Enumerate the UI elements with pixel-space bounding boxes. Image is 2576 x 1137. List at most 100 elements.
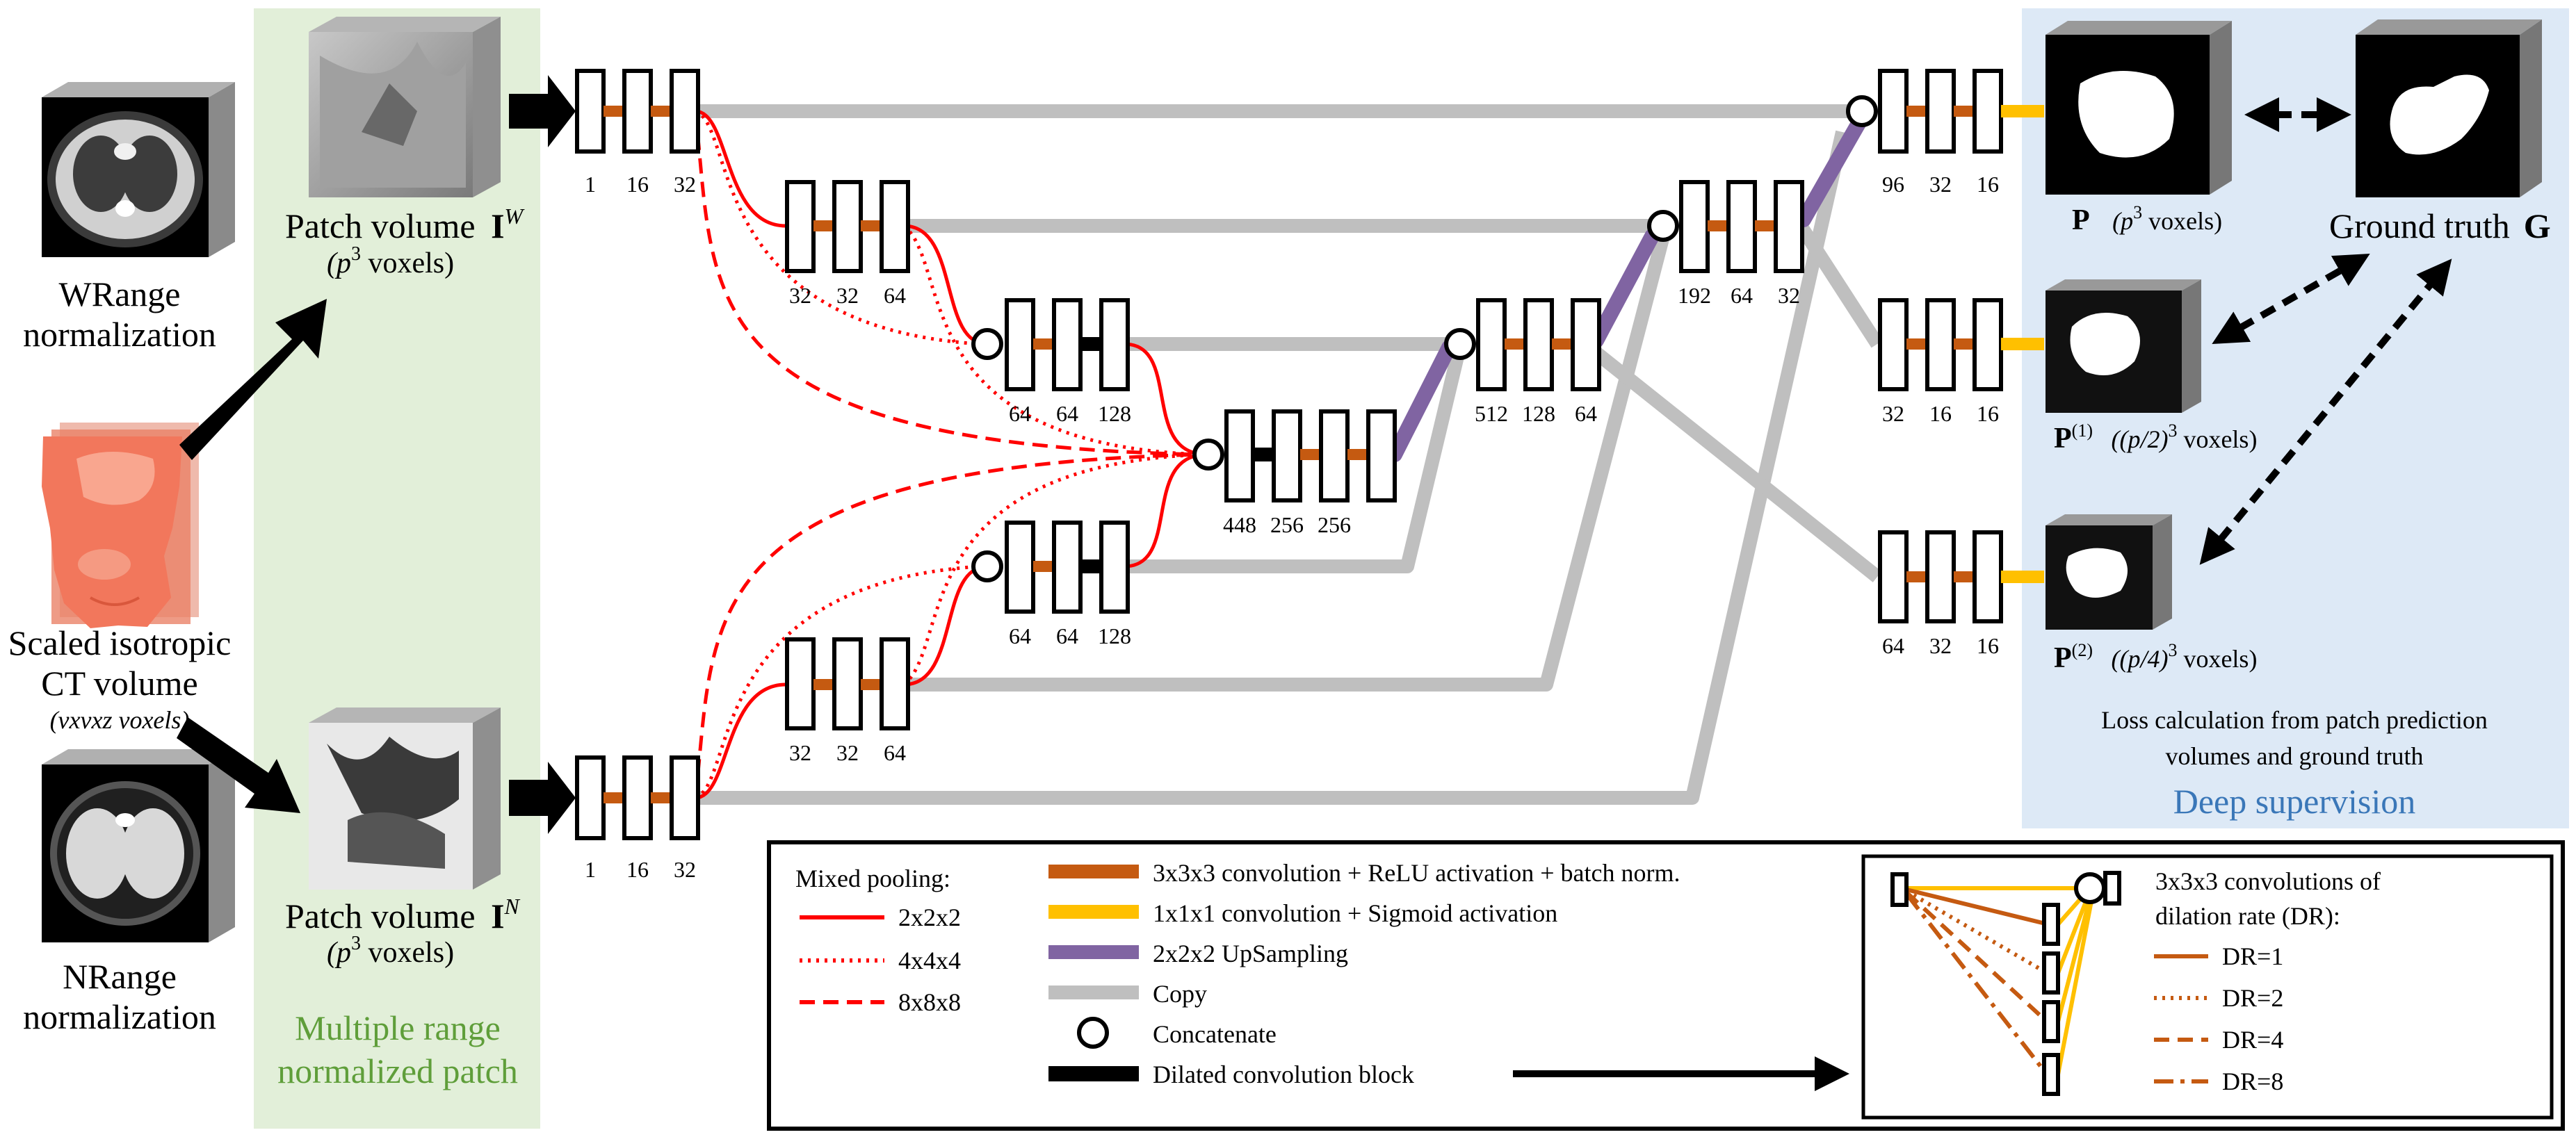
ch-label: 1 bbox=[585, 172, 596, 197]
ch-label: 32 bbox=[836, 283, 859, 308]
ch-label: 64 bbox=[1009, 401, 1031, 426]
wrange-label-1: WRange bbox=[59, 275, 181, 313]
patch-n-image bbox=[309, 707, 501, 890]
patch-n-voxels: (p3 voxels) bbox=[327, 933, 454, 969]
dilation-inset-diagram bbox=[1890, 871, 2121, 1096]
ch-label: 32 bbox=[789, 740, 811, 765]
patch-w-text: Patch volume IW bbox=[285, 204, 526, 245]
green-panel-title-2: normalized patch bbox=[277, 1052, 518, 1090]
nrange-ct-image bbox=[42, 749, 235, 942]
ch-label: 16 bbox=[626, 172, 649, 197]
ct-label-2: CT volume bbox=[41, 664, 197, 703]
green-panel-title-1: Multiple range bbox=[295, 1008, 501, 1047]
prediction-p2-label: P(2) ((p/4)3 voxels) bbox=[2054, 631, 2257, 674]
loss-text-1: Loss calculation from patch prediction bbox=[2101, 706, 2488, 734]
output-block-2 bbox=[1878, 530, 2044, 623]
ct-voxels-label: (vxvxz voxels) bbox=[50, 706, 190, 734]
encoder-w-level3 bbox=[971, 298, 1130, 391]
output-block-2-labels: 64 32 16 bbox=[1882, 633, 1999, 658]
output-block-1 bbox=[1878, 298, 2044, 391]
legend-pool-4-label: 4x4x4 bbox=[898, 947, 961, 974]
arrow-patch-n-to-net bbox=[509, 762, 576, 834]
ch-label: 16 bbox=[1977, 172, 1999, 197]
ct-volume-image bbox=[42, 423, 199, 628]
ch-label: 64 bbox=[1056, 623, 1078, 648]
decoder-level3 bbox=[1444, 298, 1601, 391]
arrow-ct-to-patch-w bbox=[179, 299, 327, 460]
ct-label-1: Scaled isotropic bbox=[8, 623, 232, 662]
legend-dr1-label: DR=1 bbox=[2222, 942, 2283, 970]
pooling-8x8x8-lines bbox=[693, 111, 1204, 799]
ch-label: 256 bbox=[1318, 512, 1351, 537]
arrow-ct-to-patch-n bbox=[177, 717, 300, 813]
legend-dilated-label: Dilated convolution block bbox=[1153, 1061, 1414, 1088]
ch-label: 96 bbox=[1882, 172, 1904, 197]
ch-label: 16 bbox=[1977, 401, 1999, 426]
ch-label: 32 bbox=[789, 283, 811, 308]
ch-label: 64 bbox=[1731, 283, 1753, 308]
decoder-level2 bbox=[1647, 180, 1804, 273]
decoder-level1-labels: 96 32 16 bbox=[1882, 172, 1999, 197]
encoder-n-level2 bbox=[785, 637, 910, 730]
legend-conv3-label: 3x3x3 convolution + ReLU activation + ba… bbox=[1153, 859, 1680, 887]
legend-dr4-label: DR=4 bbox=[2222, 1026, 2283, 1054]
legend-conv1-label: 1x1x1 convolution + Sigmoid activation bbox=[1153, 899, 1557, 927]
output-block-1-labels: 32 16 16 bbox=[1882, 401, 1999, 426]
pooling-4x4x4-lines bbox=[695, 109, 1204, 800]
ch-label: 32 bbox=[1929, 633, 1952, 658]
nrange-label-1: NRange bbox=[63, 957, 177, 996]
ch-label: 16 bbox=[626, 857, 649, 882]
legend-pooling-title: Mixed pooling: bbox=[795, 865, 950, 892]
encoder-n-level3 bbox=[971, 521, 1130, 614]
encoder-w-level3-labels: 64 64 128 bbox=[1009, 401, 1131, 426]
prediction-p1-image bbox=[2046, 279, 2201, 413]
encoder-w-level1-labels: 1 16 32 bbox=[585, 172, 696, 197]
legend-copy-swatch bbox=[1048, 985, 1139, 999]
ch-label: 32 bbox=[674, 172, 696, 197]
encoder-w-level2 bbox=[785, 180, 910, 273]
ch-label: 256 bbox=[1270, 512, 1304, 537]
ground-truth-image bbox=[2356, 19, 2542, 197]
ch-label: 448 bbox=[1223, 512, 1256, 537]
legend-dr8-label: DR=8 bbox=[2222, 1068, 2283, 1095]
legend-dr2-label: DR=2 bbox=[2222, 984, 2283, 1012]
ch-label: 128 bbox=[1522, 401, 1555, 426]
deep-supervision-title: Deep supervision bbox=[2173, 782, 2416, 821]
legend-copy-label: Copy bbox=[1153, 980, 1207, 1008]
copy-connections bbox=[695, 104, 1884, 805]
patch-w-voxels: (p3 voxels) bbox=[327, 243, 454, 279]
ch-label: 32 bbox=[836, 740, 859, 765]
legend-conv3-swatch bbox=[1048, 865, 1139, 878]
patch-n-text: Patch volume IN bbox=[285, 894, 521, 935]
encoder-n-level1-labels: 1 16 32 bbox=[585, 857, 696, 882]
ch-label: 128 bbox=[1098, 623, 1131, 648]
decoder-level1 bbox=[1846, 69, 2044, 154]
bottleneck-labels: 448 256 256 bbox=[1223, 512, 1351, 537]
encoder-n-level3-labels: 64 64 128 bbox=[1009, 623, 1131, 648]
arrow-patch-w-to-net bbox=[509, 75, 576, 147]
ch-label: 64 bbox=[1056, 401, 1078, 426]
ch-label: 64 bbox=[884, 740, 906, 765]
wrange-label-2: normalization bbox=[23, 315, 216, 354]
decoder-level2-labels: 192 64 32 bbox=[1678, 283, 1800, 308]
ch-label: 64 bbox=[1882, 633, 1904, 658]
ch-label: 32 bbox=[674, 857, 696, 882]
upsampling-connections bbox=[1387, 115, 1867, 462]
encoder-w-level2-labels: 32 32 64 bbox=[789, 283, 906, 308]
legend-upsampling-label: 2x2x2 UpSampling bbox=[1153, 940, 1348, 967]
pooling-connections bbox=[695, 109, 1208, 800]
dilation-title-2: dilation rate (DR): bbox=[2155, 902, 2340, 930]
ch-label: 1 bbox=[585, 857, 596, 882]
loss-arrows bbox=[2199, 97, 2452, 565]
ch-label: 64 bbox=[1009, 623, 1031, 648]
ch-label: 64 bbox=[884, 283, 906, 308]
ch-label: 128 bbox=[1098, 401, 1131, 426]
bottleneck-block bbox=[1192, 409, 1397, 502]
legend-dilated-swatch bbox=[1048, 1066, 1139, 1081]
legend-concat-circle bbox=[1077, 1017, 1109, 1049]
prediction-p-label: P (p3 voxels) bbox=[2072, 202, 2222, 236]
prediction-p-image bbox=[2046, 21, 2232, 195]
ch-label: 32 bbox=[1929, 172, 1952, 197]
